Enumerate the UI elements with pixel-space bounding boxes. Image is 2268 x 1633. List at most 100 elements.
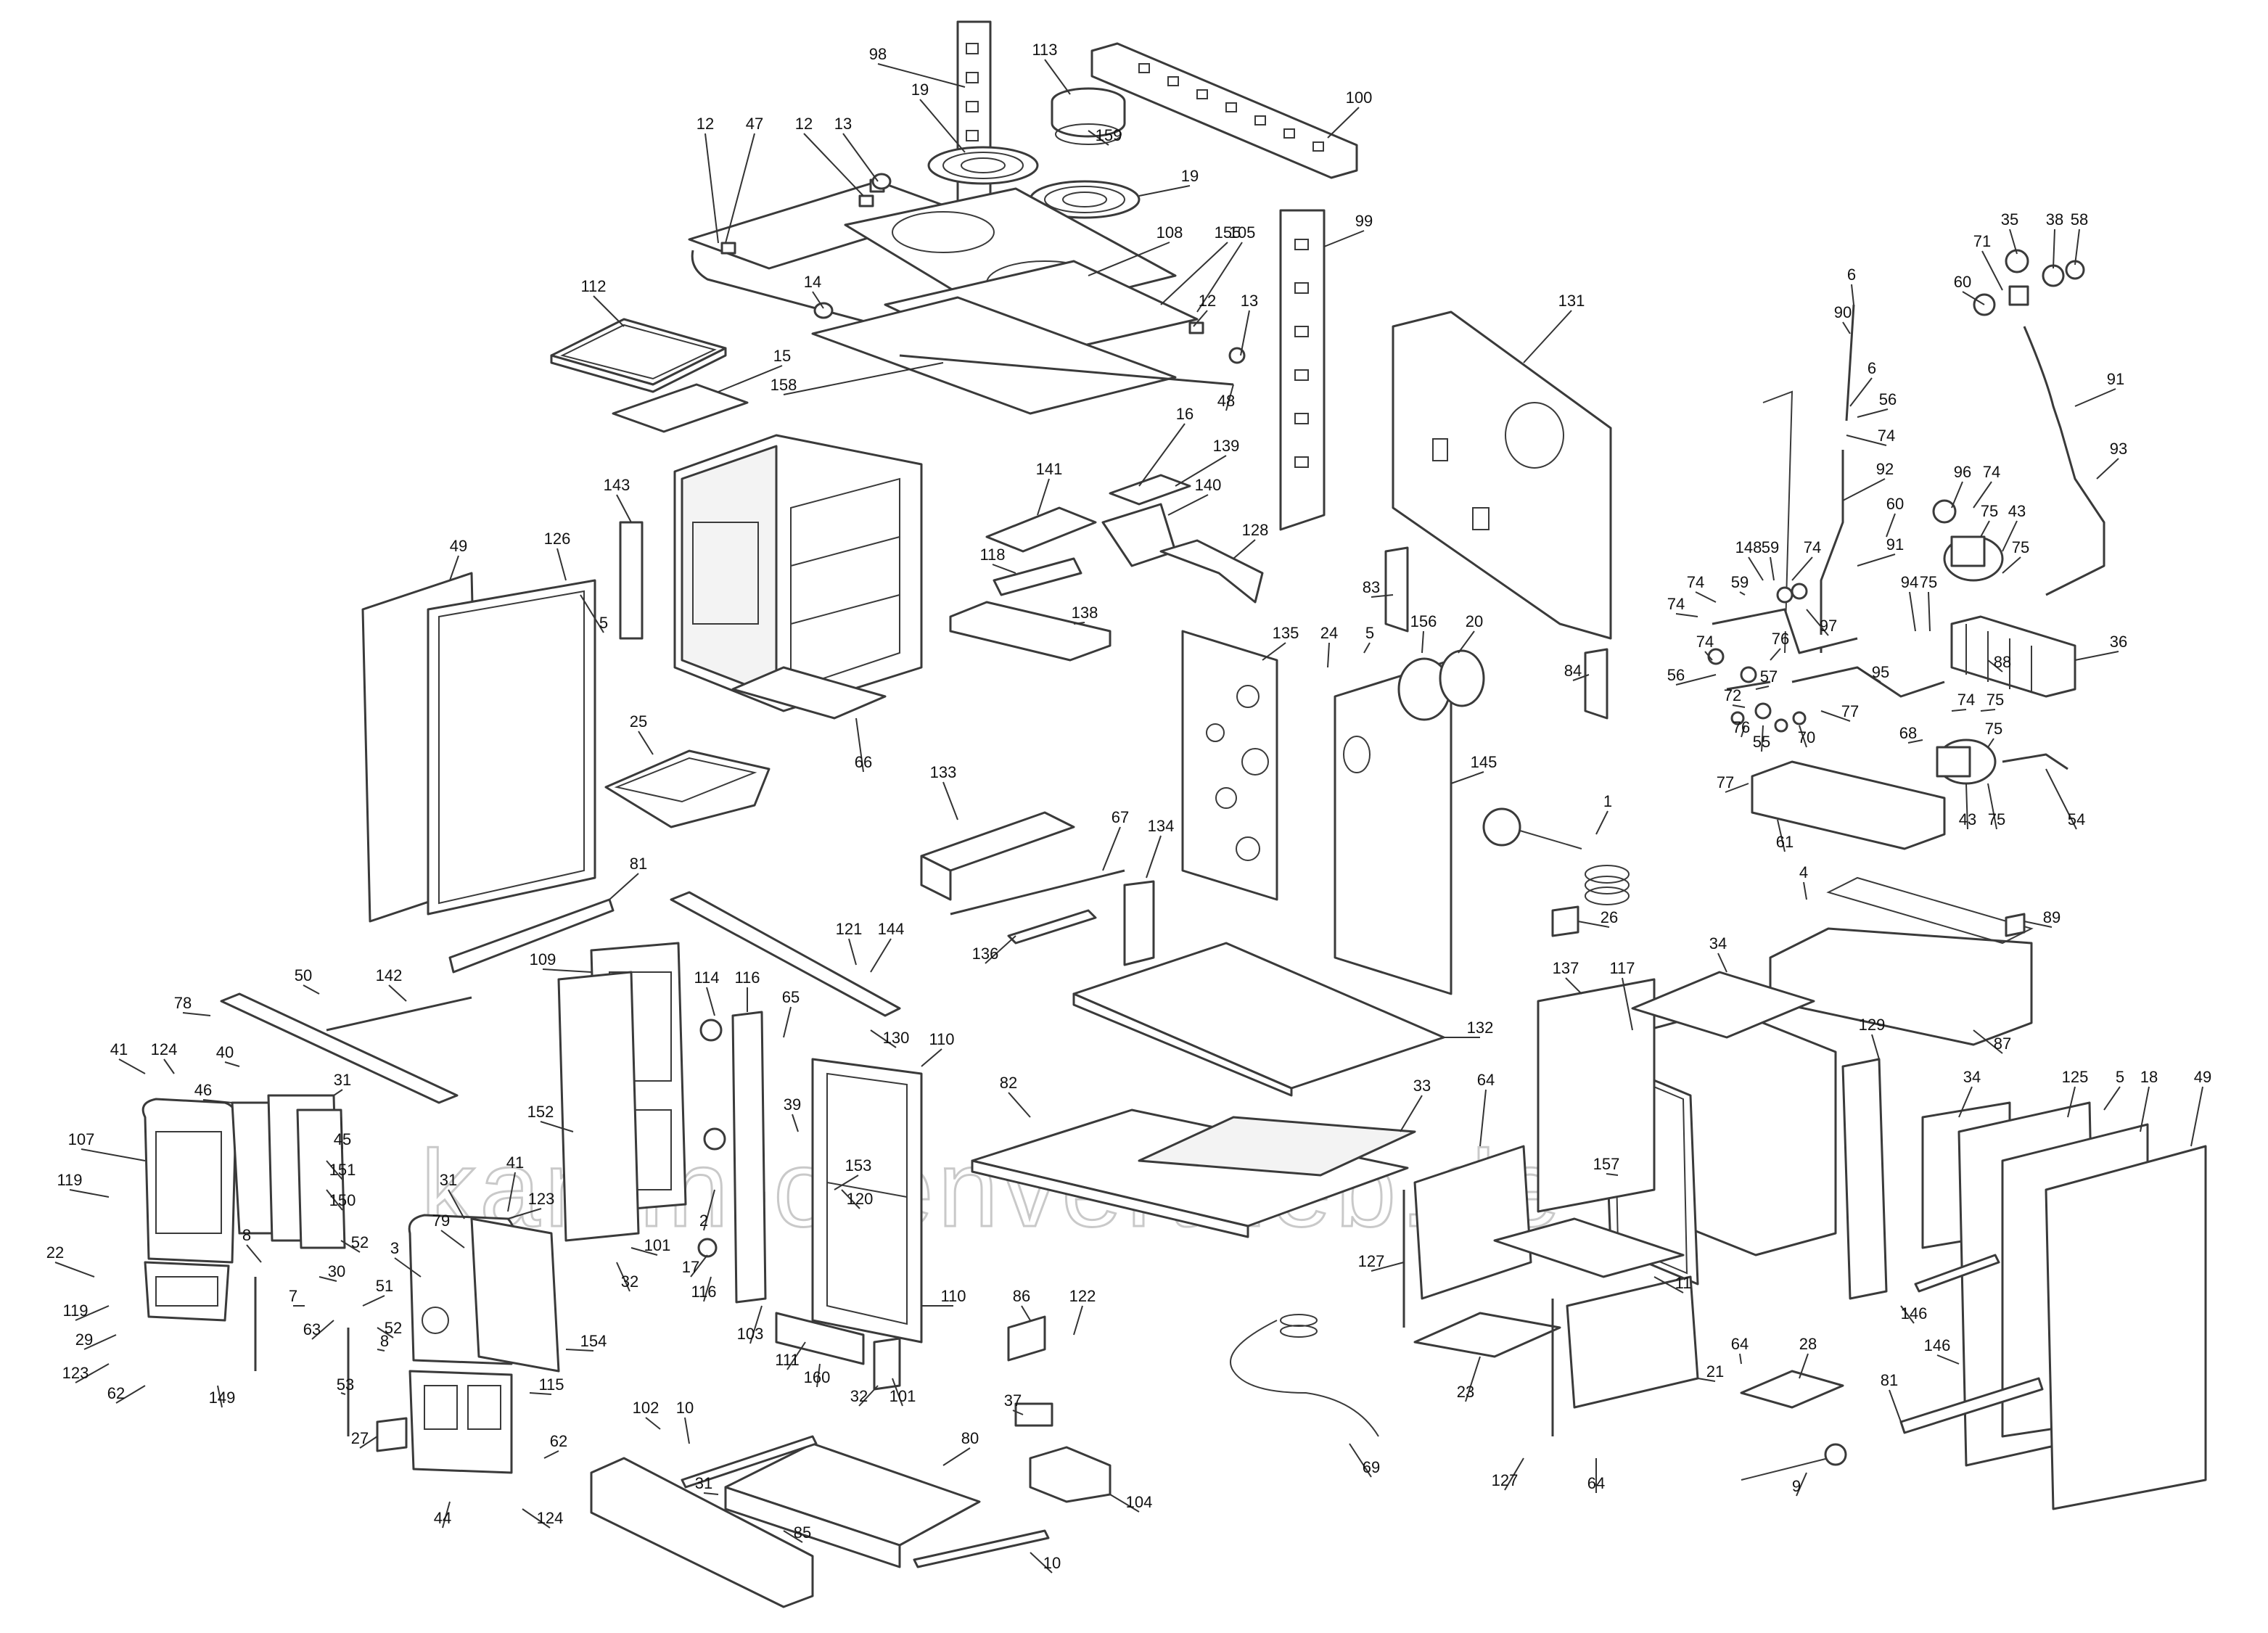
callout-leader [783, 1006, 792, 1038]
callout-number: 44 [434, 1509, 451, 1527]
callout-leader [529, 1392, 552, 1395]
callout-number: 16 [1176, 405, 1193, 423]
callout-number: 64 [1587, 1474, 1605, 1492]
callout-leader [1987, 659, 2003, 672]
callout-leader [326, 1189, 343, 1211]
callout-number: 103 [737, 1325, 764, 1343]
callout-leader [81, 1148, 146, 1161]
callout-number: 60 [1954, 273, 1971, 291]
callout-leader [1980, 709, 1996, 712]
rails-127 [1402, 1190, 1554, 1436]
callout-leader [507, 1172, 516, 1212]
callout-number: 17 [682, 1258, 699, 1276]
callout-number: 47 [746, 115, 763, 133]
switch-9 [1741, 1443, 1847, 1481]
plate-133 [920, 811, 1075, 901]
callout-number: 139 [1213, 437, 1240, 455]
callout-leader [593, 295, 625, 327]
callout-leader [1695, 591, 1717, 603]
callout-leader [1504, 1457, 1524, 1491]
callout-number: 75 [1985, 720, 2002, 738]
callout-number: 129 [1859, 1016, 1886, 1034]
callout-number: 8 [380, 1332, 389, 1350]
hose-90-92 [1762, 304, 1855, 654]
callout-leader [1349, 1443, 1372, 1478]
callout-leader [2067, 1086, 2076, 1118]
callout-leader [1138, 185, 1191, 197]
callout-number: 152 [527, 1103, 554, 1121]
callout-number: 66 [855, 753, 872, 771]
callout-leader [2002, 520, 2018, 552]
callout-leader [1523, 310, 1572, 363]
callout-number: 54 [2068, 810, 2085, 828]
callout-leader [1889, 1389, 1902, 1423]
bracket-139-140-128 [1101, 474, 1264, 604]
callout-number: 43 [2008, 502, 2026, 520]
callout-leader [690, 1254, 708, 1278]
callout-leader [1842, 478, 1886, 501]
callout-number: 142 [376, 966, 403, 984]
callout-number: 91 [1886, 535, 1904, 554]
callout-leader [303, 984, 320, 995]
callout-number: 84 [1564, 662, 1582, 680]
callout-leader [311, 1320, 334, 1340]
callout-leader [1102, 826, 1121, 871]
callout-leader [1012, 1410, 1024, 1415]
callout-leader [1572, 674, 1590, 681]
callout-leader [749, 1305, 763, 1344]
callout-number: 124 [151, 1040, 178, 1058]
callout-number: 64 [1731, 1335, 1749, 1353]
callout-leader [83, 1334, 117, 1350]
callout-number: 85 [794, 1523, 811, 1542]
callout-number: 149 [209, 1389, 236, 1407]
callout-number: 65 [782, 988, 800, 1006]
callout-number: 72 [1724, 686, 1741, 704]
callout-leader [1981, 250, 2003, 291]
plate-89 [2005, 913, 2026, 937]
callout-number: 70 [1798, 728, 1815, 746]
callout-number: 5 [599, 614, 608, 632]
callout-leader [362, 1295, 385, 1307]
callout-number: 14 [804, 273, 821, 291]
callout-leader [326, 1160, 343, 1180]
callout-number: 56 [1879, 390, 1897, 408]
callout-number: 40 [216, 1043, 234, 1061]
callout-number: 151 [329, 1161, 356, 1179]
bolt-12-13 [720, 173, 1204, 334]
callout-leader [2009, 229, 2018, 255]
callout-number: 120 [847, 1190, 874, 1208]
callout-number: 144 [878, 920, 905, 938]
callout-number: 62 [107, 1384, 125, 1402]
bracket-83-84 [1384, 546, 1608, 720]
callout-number: 90 [1834, 303, 1852, 321]
callout-number: 55 [1753, 733, 1770, 751]
callout-number: 8 [242, 1226, 251, 1244]
callout-number: 36 [2110, 633, 2127, 651]
callout-leader [1820, 710, 1851, 722]
callout-leader [115, 1385, 146, 1404]
callout-number: 49 [450, 537, 467, 555]
callout-leader [1138, 423, 1186, 487]
callout-number: 28 [1799, 1335, 1817, 1353]
callout-number: 79 [432, 1212, 450, 1230]
callout-number: 56 [1667, 666, 1685, 684]
callout-leader [1030, 1552, 1053, 1574]
callout-leader [1421, 630, 1424, 654]
callout-leader [580, 594, 604, 633]
callout-number: 124 [537, 1509, 564, 1527]
callout-number: 45 [334, 1130, 351, 1148]
callout-number: 131 [1558, 292, 1585, 310]
plate-111-160 [775, 1312, 865, 1365]
callout-number: 15 [773, 347, 791, 365]
side-rail-99 [1279, 209, 1326, 531]
callout-number: 89 [2043, 908, 2060, 926]
gasket-156-20 [1397, 649, 1485, 721]
callout-leader [182, 1012, 211, 1016]
callout-leader [1193, 310, 1208, 327]
glass-154 [470, 1217, 560, 1373]
callout-number: 117 [1609, 959, 1635, 977]
callout-number: 160 [804, 1368, 831, 1386]
callout-number: 27 [351, 1429, 369, 1447]
hinge-rods-53-63 [254, 1277, 350, 1436]
